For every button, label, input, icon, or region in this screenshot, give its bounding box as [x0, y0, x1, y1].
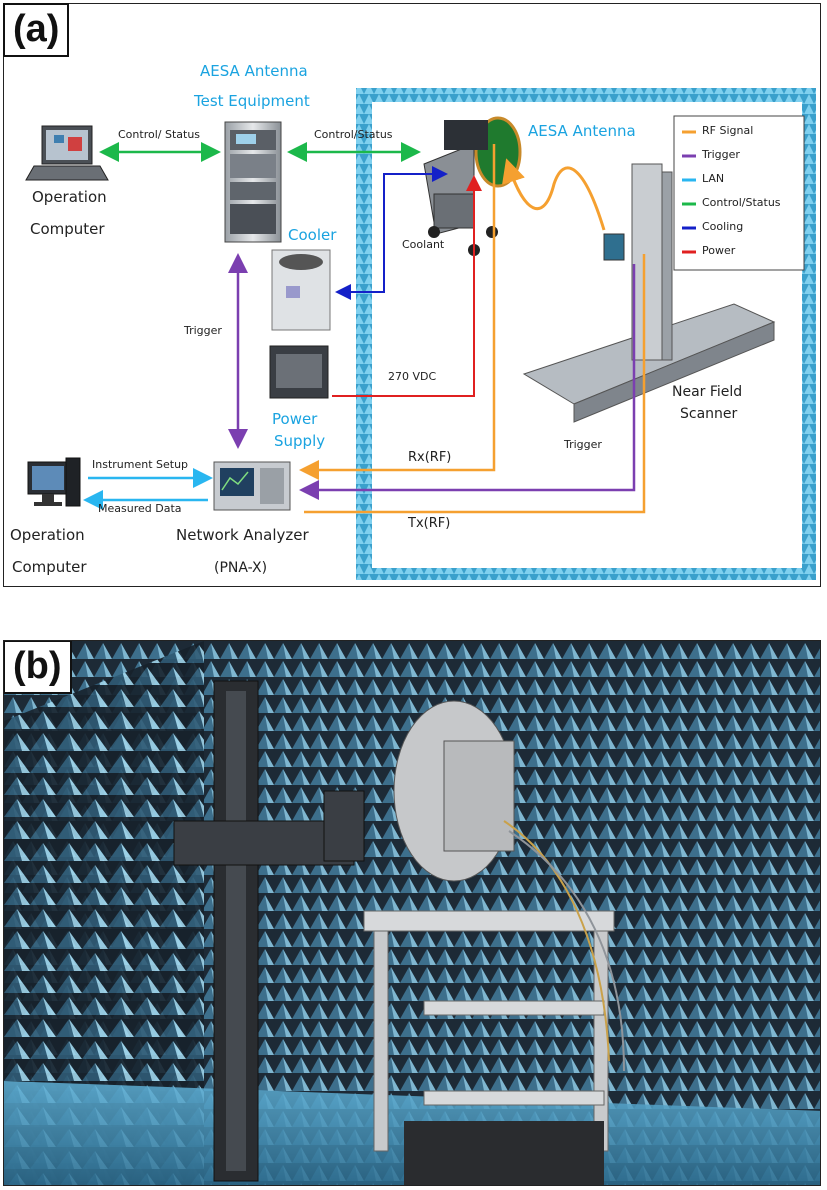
tx-rf-label: Tx(RF)	[408, 516, 451, 531]
control-status-right-label: Control/Status	[314, 128, 393, 141]
vdc-label: 270 VDC	[388, 370, 437, 383]
legend	[673, 115, 805, 271]
connection-lines	[83, 142, 646, 514]
coolant-label: Coolant	[402, 238, 445, 251]
diagram-canvas	[25, 88, 816, 580]
test-equipment-title-2: Test Equipment	[194, 92, 310, 110]
legend-label-lan: LAN	[702, 172, 725, 185]
panel-b-label: (b)	[4, 641, 72, 694]
panel-a-block-diagram: (a)	[3, 3, 821, 587]
laptop-icon	[25, 125, 109, 181]
panel-b-chamber-photo: (b)	[3, 640, 821, 1186]
legend-label-trigger: Trigger	[702, 148, 740, 161]
cooler-icon	[271, 249, 331, 331]
power-supply-label-2: Supply	[274, 432, 326, 450]
near-field-scanner-icon	[522, 163, 776, 423]
trigger-vertical-label: Trigger	[184, 324, 222, 337]
legend-label-cooling: Cooling	[702, 220, 744, 233]
power-supply-icon	[269, 345, 329, 399]
legend-label-rf-signal: RF Signal	[702, 124, 754, 137]
operation-computer-bottom-label-2: Computer	[12, 558, 87, 576]
legend-label-power: Power	[702, 244, 736, 257]
legend-label-control-status: Control/Status	[702, 196, 781, 209]
power-supply-label-1: Power	[272, 410, 318, 428]
aesa-antenna-label: AESA Antenna	[528, 122, 636, 140]
network-analyzer-label-1: Network Analyzer	[176, 526, 309, 544]
operation-computer-bottom-label-1: Operation	[10, 526, 85, 544]
rx-rf-label: Rx(RF)	[408, 450, 452, 465]
desktop-computer-icon	[27, 457, 81, 507]
operation-computer-top-label-2: Computer	[30, 220, 105, 238]
panel-a-label: (a)	[3, 3, 70, 57]
network-analyzer-label-2: (PNA-X)	[214, 560, 268, 576]
near-field-scanner-label-1: Near Field	[672, 384, 743, 400]
test-equipment-title-1: AESA Antenna	[200, 62, 308, 80]
operation-computer-top-label-1: Operation	[32, 188, 107, 206]
near-field-scanner-label-2: Scanner	[680, 406, 738, 422]
measured-data-label: Measured Data	[98, 502, 182, 515]
trigger-lower-label: Trigger	[564, 438, 602, 451]
test-equipment-rack-icon	[224, 121, 282, 243]
control-status-left-label: Control/ Status	[118, 128, 201, 141]
instrument-setup-label: Instrument Setup	[92, 458, 189, 471]
network-analyzer-icon	[213, 461, 291, 511]
cooler-label: Cooler	[288, 226, 337, 244]
chamber-photo-illustration	[4, 641, 820, 1185]
